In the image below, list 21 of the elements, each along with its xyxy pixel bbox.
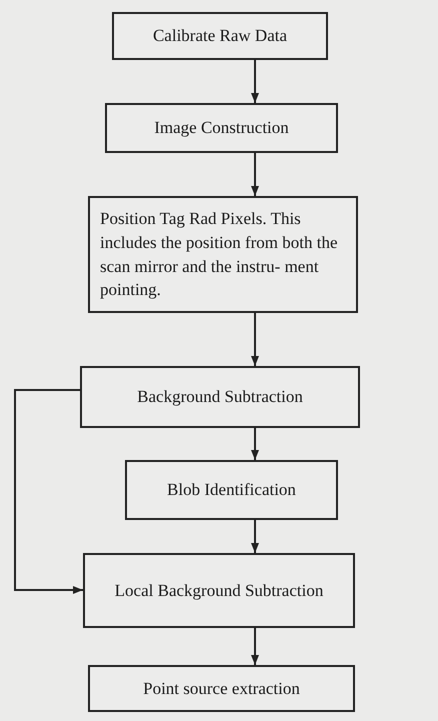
process-box <box>88 665 355 712</box>
arrow <box>251 428 259 460</box>
arrow <box>251 60 259 103</box>
arrow <box>251 153 259 196</box>
step-label: Point source extraction <box>142 678 301 700</box>
process-box <box>125 460 338 520</box>
step-label: Background Subtraction <box>136 386 304 408</box>
arrow <box>14 389 83 594</box>
process-box <box>88 196 358 313</box>
step-label: Image Construction <box>153 117 290 140</box>
process-box <box>112 12 328 60</box>
process-box <box>83 553 355 628</box>
step-label: Calibrate Raw Data <box>152 25 288 48</box>
arrow <box>251 313 259 366</box>
arrow <box>251 628 259 665</box>
step-label: Blob Identification <box>166 479 297 502</box>
process-box <box>105 103 338 153</box>
process-box <box>80 366 360 428</box>
step-label: Position Tag Rad Pixels. This includes the position from both the scan mirror and the instru- ment pointing. <box>100 208 338 302</box>
arrow <box>251 520 259 553</box>
step-label: Local Background Subtraction <box>114 580 324 602</box>
